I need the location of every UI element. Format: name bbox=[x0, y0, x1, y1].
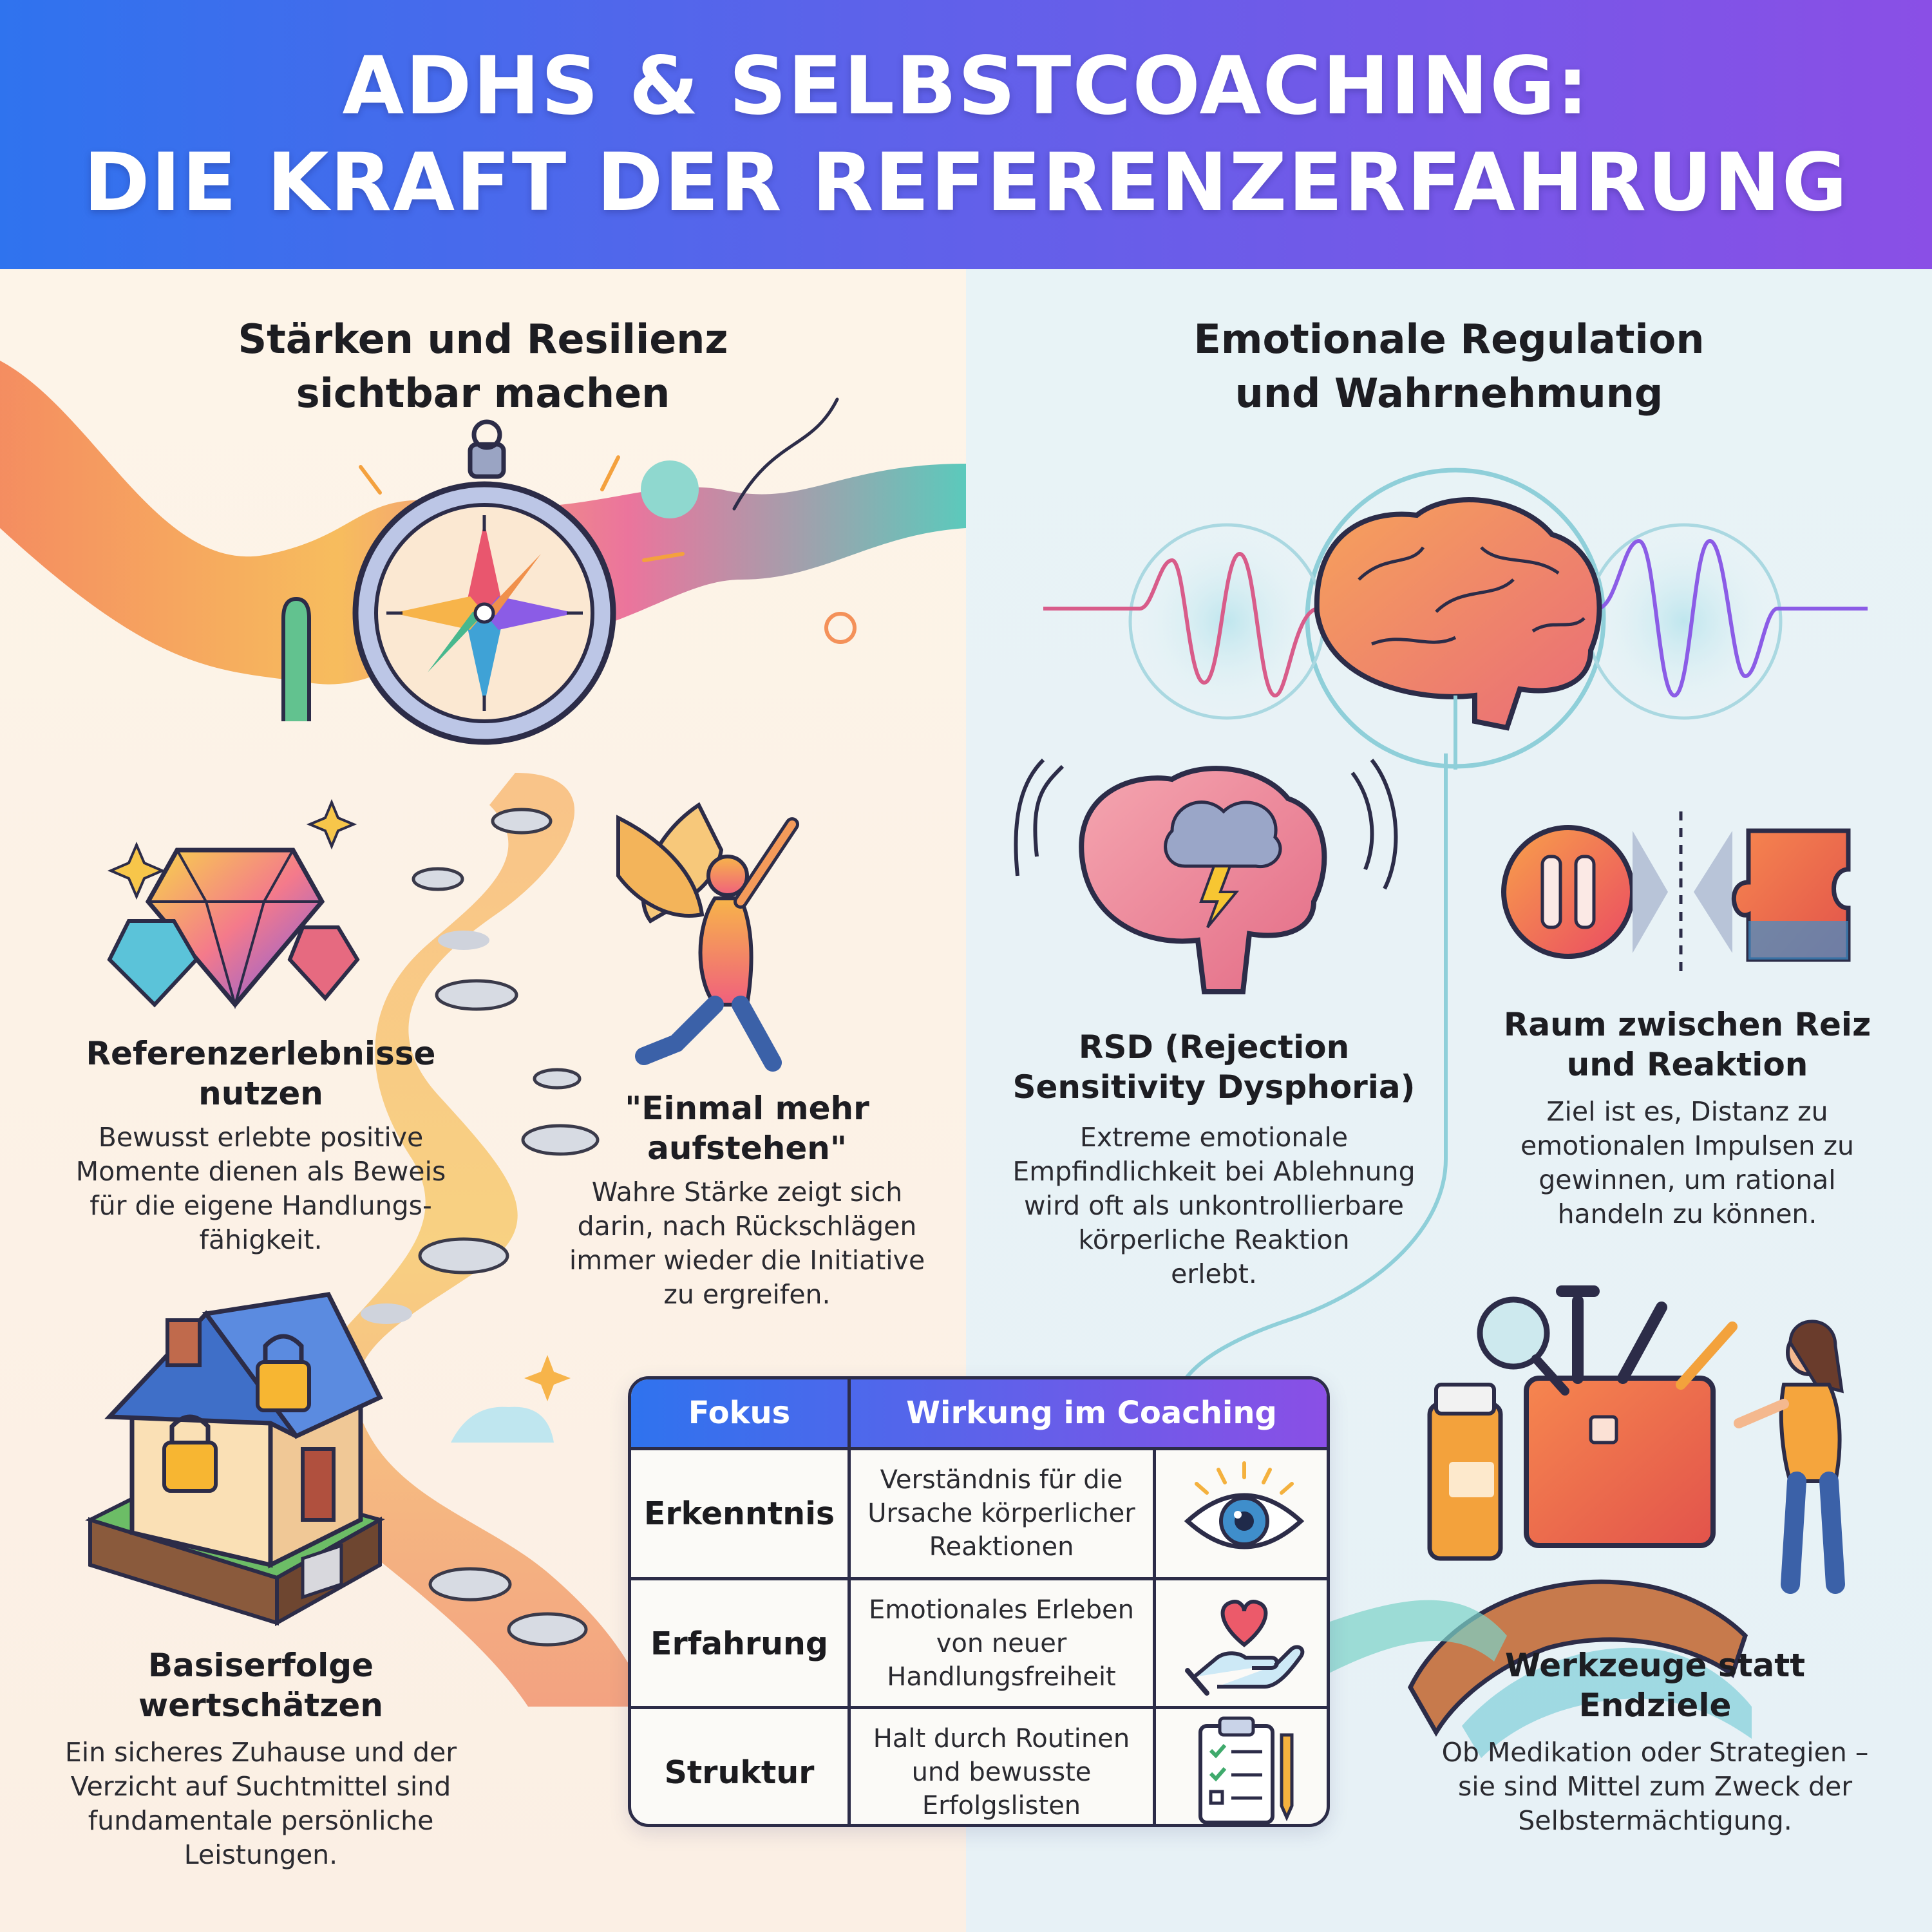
right-section-heading: Emotionale Regulation und Wahrnehmung bbox=[1193, 316, 1705, 417]
header-banner: ADHS & SELBSTCOACHING: DIE KRAFT DER REF… bbox=[0, 0, 1932, 269]
referenz-title: Referenzerlebnisse nutzen bbox=[86, 1035, 436, 1112]
cloud-decor bbox=[451, 1406, 554, 1443]
ribbon-decor bbox=[1327, 1600, 1507, 1674]
coaching-table: Fokus Wirkung im Coaching Erkenntnis Ver… bbox=[628, 1376, 1330, 1827]
brain-wave-icon bbox=[1043, 468, 1868, 1381]
rsd-text: Extreme emotionale Empfindlichkeit bei A… bbox=[1012, 1122, 1416, 1289]
star-decor bbox=[524, 1355, 571, 1401]
plant-decor bbox=[281, 596, 311, 721]
person-icon bbox=[1734, 1320, 1845, 1594]
raum-text: Ziel ist es, Distanz zu emotionalen Impu… bbox=[1520, 1096, 1855, 1229]
teal-dot-decor bbox=[641, 460, 699, 518]
aufstehen-title: "Einmal mehr aufstehen" bbox=[625, 1090, 869, 1167]
table-divider bbox=[631, 1447, 1327, 1450]
table-divider bbox=[631, 1706, 1327, 1709]
compass-icon bbox=[352, 419, 616, 745]
heart-hand-icon bbox=[1155, 1580, 1327, 1709]
referenz-text: Bewusst erlebte positive Momente dienen … bbox=[75, 1122, 446, 1255]
gem-icon bbox=[107, 799, 360, 1010]
basis-text: Ein sicheres Zuhause und der Verzicht au… bbox=[64, 1737, 457, 1870]
basis-title: Basiserfolge wertschätzen bbox=[138, 1647, 383, 1724]
toolbox-icon bbox=[1408, 1285, 1752, 1758]
table-cell-focus: Erfahrung bbox=[650, 1625, 828, 1662]
table-cell-text: Emotionales Erleben von neuer Handlungsf… bbox=[869, 1595, 1134, 1692]
eye-icon bbox=[1155, 1450, 1327, 1579]
house-icon bbox=[84, 1292, 385, 1627]
werkzeuge-title: Werkzeuge statt Endziele bbox=[1504, 1647, 1806, 1724]
table-row: Struktur Halt durch Routinen und bewusst… bbox=[631, 1709, 1327, 1824]
table-header-fokus: Fokus bbox=[688, 1395, 791, 1431]
checklist-icon bbox=[1155, 1709, 1327, 1824]
table-row: Erfahrung Emotionales Erleben von neuer … bbox=[631, 1580, 1327, 1709]
page-title-line2: DIE KRAFT DER REFERENZERFAHRUNG bbox=[83, 137, 1849, 229]
table-cell-focus: Struktur bbox=[664, 1754, 815, 1791]
left-section-heading: Stärken und Resilienz sichtbar machen bbox=[238, 316, 728, 417]
table-cell-focus: Erkenntnis bbox=[643, 1495, 835, 1532]
table-divider bbox=[631, 1577, 1327, 1580]
table-divider bbox=[1153, 1450, 1156, 1824]
winged-figure-icon bbox=[616, 802, 799, 1072]
werkzeuge-text: Ob Medikation oder Strategien – sie sind… bbox=[1441, 1737, 1869, 1836]
puzzle-icon bbox=[1732, 828, 1851, 962]
table-cell-text: Verständnis für die Ursache körperlicher… bbox=[867, 1465, 1135, 1562]
table-divider bbox=[848, 1379, 851, 1824]
table-row: Erkenntnis Verständnis für die Ursache k… bbox=[631, 1450, 1327, 1579]
table-cell-text: Halt durch Routinen und bewusste Erfolgs… bbox=[873, 1724, 1130, 1821]
table-header-wirkung: Wirkung im Coaching bbox=[906, 1395, 1277, 1431]
sparkle-decor bbox=[359, 397, 857, 644]
raum-title: Raum zwischen Reiz und Reaktion bbox=[1503, 1006, 1871, 1083]
pause-icon bbox=[1501, 811, 1732, 972]
table-header: Fokus Wirkung im Coaching bbox=[631, 1379, 1327, 1450]
aufstehen-text: Wahre Stärke zeigt sich darin, nach Rück… bbox=[569, 1177, 925, 1310]
rsd-title: RSD (Rejection Sensitivity Dysphoria) bbox=[1012, 1028, 1416, 1106]
storm-brain-icon bbox=[1014, 758, 1398, 994]
page-title-line1: ADHS & SELBSTCOACHING: bbox=[342, 40, 1590, 133]
stone-path bbox=[300, 773, 650, 1707]
